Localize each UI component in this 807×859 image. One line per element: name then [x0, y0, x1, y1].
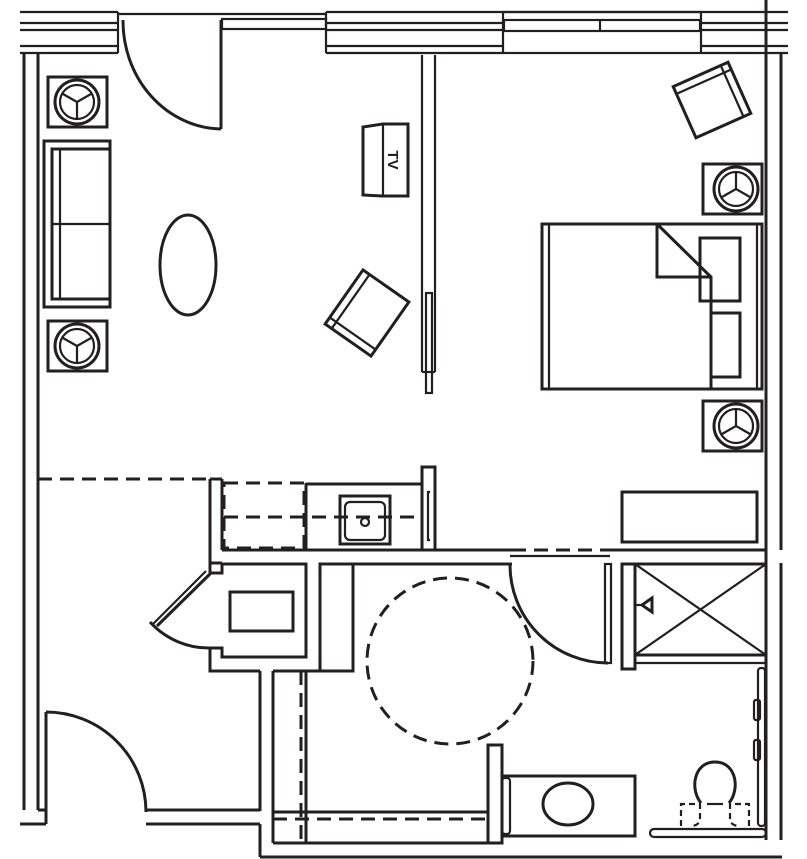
- armchair-living: [323, 267, 411, 359]
- armchair-bedroom: [671, 60, 753, 140]
- exterior-top-wall: [20, 10, 788, 55]
- nightstand-lamp-top: [701, 162, 764, 216]
- dresser: [620, 490, 759, 544]
- end-table-lamp-top: [46, 75, 109, 129]
- closet: [208, 561, 355, 673]
- exterior-bottom-wall: [146, 808, 782, 859]
- closet-door[interactable]: [148, 570, 213, 650]
- exterior-right-wall: [764, 53, 783, 840]
- vanity-sink[interactable]: [500, 774, 637, 838]
- grab-bar-right: [752, 666, 767, 828]
- pillow-top: [698, 236, 742, 303]
- sliding-door[interactable]: [424, 291, 434, 395]
- oval-coffee-table: [158, 213, 218, 317]
- entry-door-bottom[interactable]: [44, 710, 148, 824]
- entry-door-top[interactable]: [121, 19, 223, 131]
- vanity-wall-stub: [486, 743, 504, 845]
- bathroom-door[interactable]: [508, 562, 613, 665]
- end-table-lamp-bottom: [46, 319, 109, 373]
- tv-label: TV: [384, 150, 401, 169]
- sofa: [42, 139, 112, 309]
- turning-circle: [365, 576, 535, 746]
- nightstand-lamp-bottom: [701, 399, 764, 453]
- exterior-left-wall: [20, 53, 46, 826]
- bed: [540, 222, 764, 391]
- bath-west-wall: [258, 669, 488, 845]
- kitchen-counter[interactable]: [222, 465, 437, 552]
- tv-stand: TV: [361, 122, 410, 198]
- kitchen-boundary: [38, 477, 224, 562]
- kitchen-sink[interactable]: [338, 494, 392, 546]
- toilet[interactable]: [679, 760, 751, 828]
- grab-bar-bottom: [648, 827, 768, 839]
- bath-top-wall: [352, 548, 766, 566]
- pillow-bottom: [709, 311, 742, 379]
- roll-in-shower[interactable]: [620, 562, 768, 671]
